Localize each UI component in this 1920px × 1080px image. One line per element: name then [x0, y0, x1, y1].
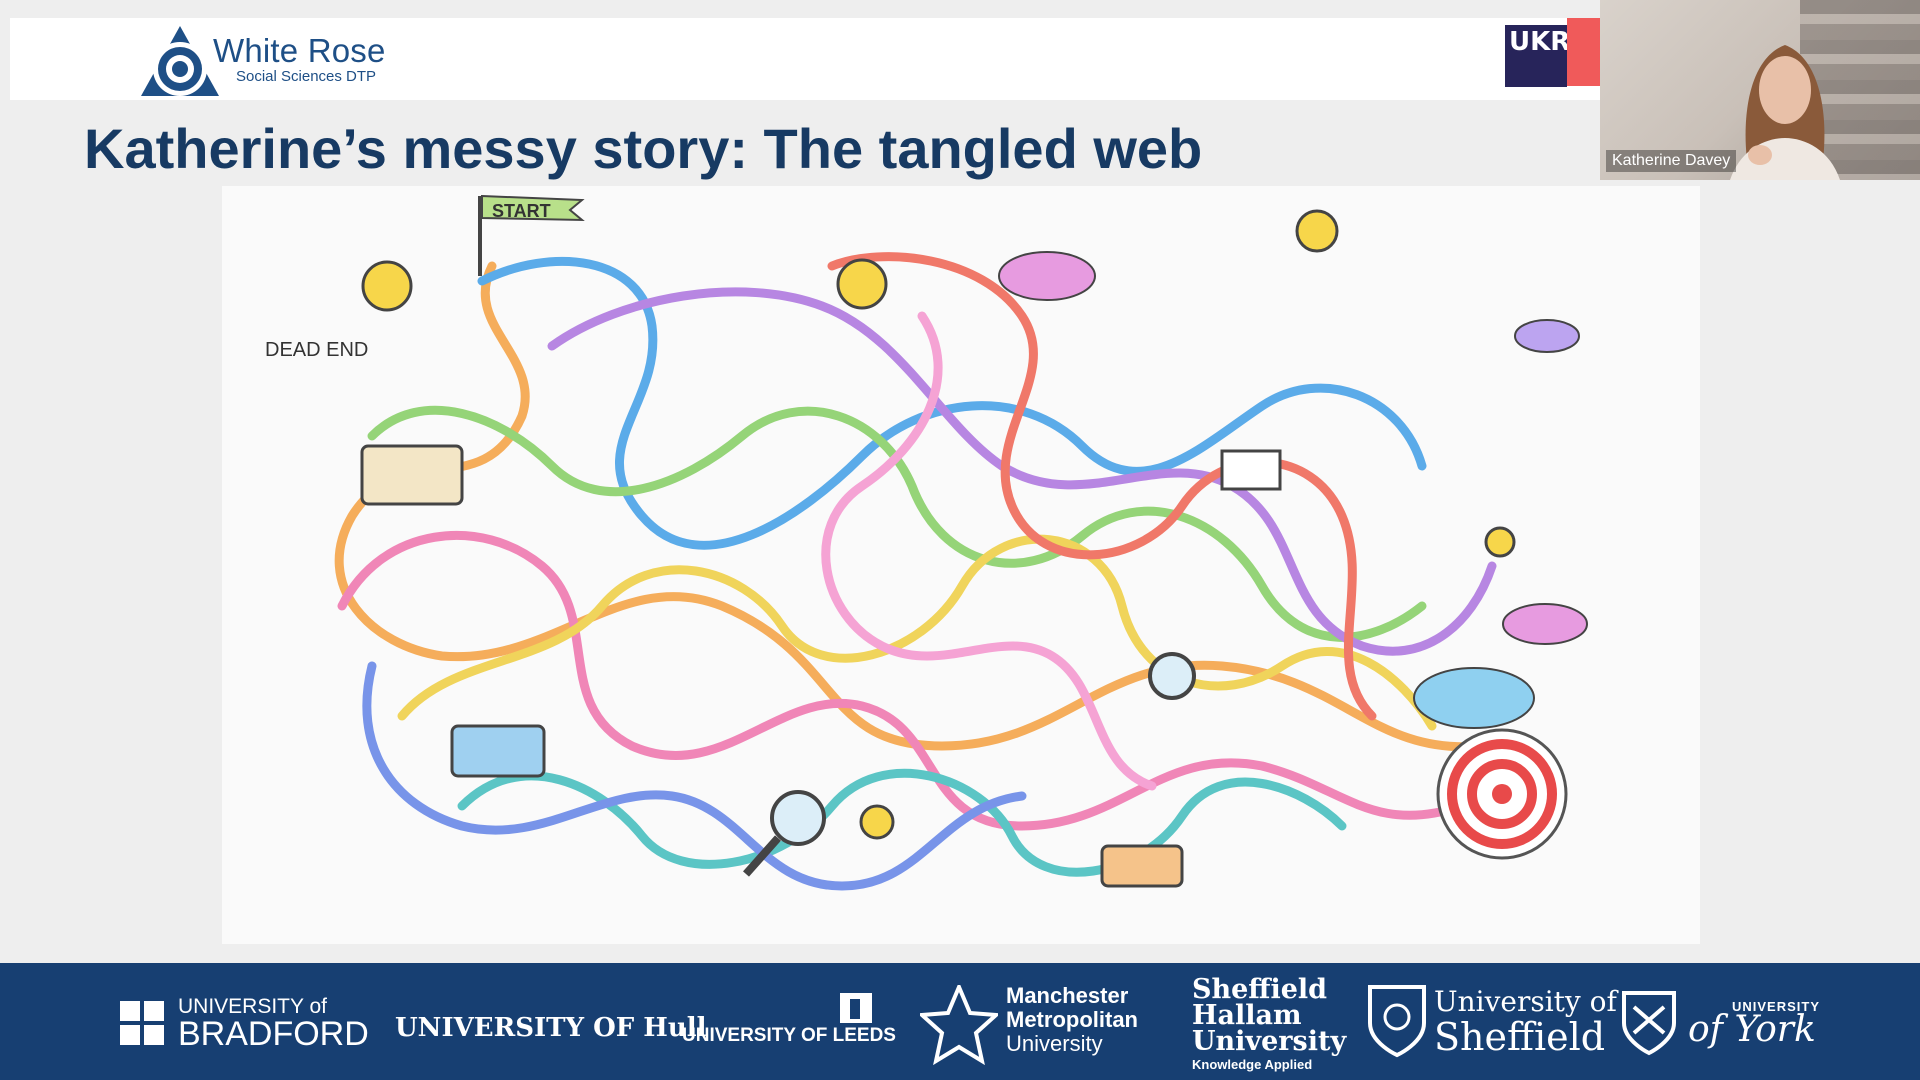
dead-end-label: DEAD END: [265, 339, 368, 361]
bradford-shield-icon: [120, 1001, 164, 1045]
bradford-logo-line2: BRADFORD: [178, 1015, 369, 1053]
mmu-logo-line3: University: [1006, 1031, 1103, 1056]
bradford-logo-line1: UNIVERSITY of: [178, 995, 327, 1018]
participant-name: Katherine Davey: [1606, 150, 1737, 172]
shu-logo-line3: University: [1192, 1026, 1347, 1057]
ukri-logo: UKRI: [1505, 25, 1580, 87]
start-label: START: [492, 201, 551, 221]
mmu-logo-line1: Manchester: [1006, 983, 1129, 1008]
webcam-tile[interactable]: Katherine Davey: [1600, 0, 1920, 180]
white-rose-logo-icon: [141, 26, 219, 96]
york-logo-line2: of York: [1688, 1009, 1816, 1050]
shu-logo-line2: Hallam: [1192, 1000, 1302, 1031]
slide-title: Katherine’s messy story: The tangled web: [84, 117, 1203, 180]
tangled-paths-drawing: DEAD END START: [265, 194, 1588, 891]
partner-universities-footer: UNIVERSITY of BRADFORD UNIVERSITY OF Hul…: [0, 963, 1920, 1080]
shu-logo-line1: Sheffield: [1192, 974, 1328, 1005]
hull-logo: UNIVERSITY OF Hull: [395, 1013, 707, 1043]
leeds-tower-icon: [840, 993, 872, 1023]
mmu-logo-line2: Metropolitan: [1006, 1007, 1138, 1032]
sheffield-crest-icon: [1368, 985, 1426, 1058]
york-logo-line1: UNIVERSITY: [1732, 999, 1821, 1014]
ukri-logo-accent: [1567, 18, 1600, 86]
leeds-logo: UNIVERSITY OF LEEDS: [682, 1025, 896, 1046]
participant-video: [1730, 45, 1840, 180]
york-crest-icon: [1622, 991, 1676, 1056]
brand-name: White Rose: [213, 32, 386, 69]
tangled-web-illustration: DEAD END START: [222, 186, 1700, 944]
sheffield-logo-line1: University of: [1434, 985, 1617, 1018]
header-bar: [10, 18, 1600, 100]
mmu-rose-icon: [920, 985, 998, 1065]
shu-logo-tagline: Knowledge Applied: [1192, 1057, 1313, 1072]
sheffield-logo-line2: Sheffield: [1434, 1015, 1606, 1059]
brand-subtitle: Social Sciences DTP: [236, 68, 377, 85]
target-icon: [1436, 728, 1568, 860]
